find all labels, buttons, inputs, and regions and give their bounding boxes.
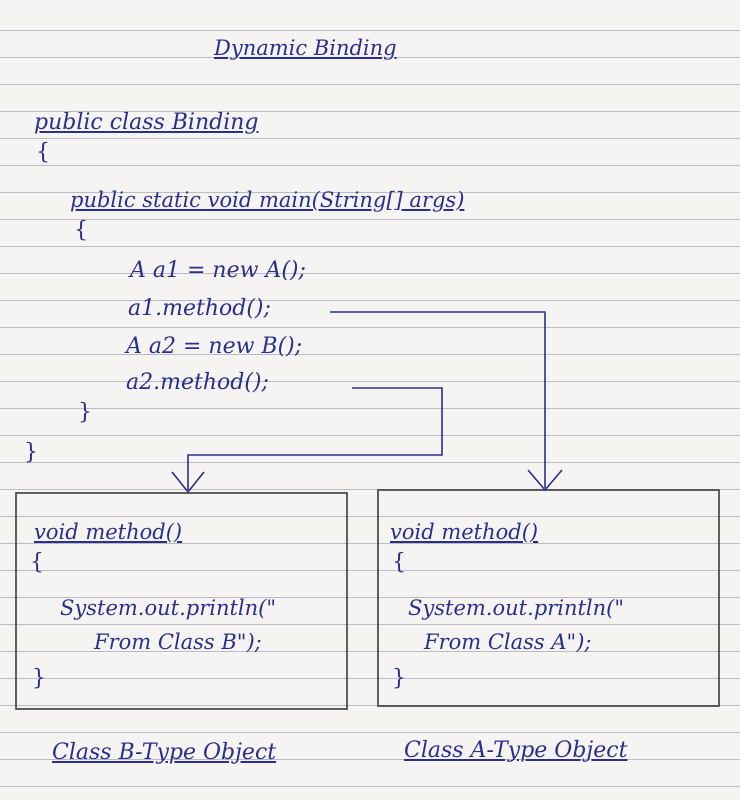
- box-b-statement-2: From Class B");: [94, 630, 262, 654]
- class-open-brace: {: [36, 140, 50, 165]
- box-a-statement-1: System.out.println(": [408, 596, 625, 620]
- box-b-signature: void method(): [34, 520, 183, 544]
- box-a-close-brace: }: [392, 666, 406, 691]
- box-b-close-brace: }: [32, 666, 46, 691]
- code-line-3: A a2 = new B();: [126, 334, 303, 359]
- box-b-open-brace: {: [30, 550, 44, 575]
- code-line-2: a1.method();: [128, 296, 271, 321]
- box-a-open-brace: {: [392, 550, 406, 575]
- box-b-statement-1: System.out.println(": [60, 596, 277, 620]
- code-line-4: a2.method();: [126, 370, 269, 395]
- box-class-a: [377, 489, 720, 707]
- arrow-a1-to-class-a: [330, 311, 563, 492]
- class-declaration: public class Binding: [34, 110, 259, 135]
- box-class-b: [15, 492, 348, 710]
- main-close-brace: }: [78, 400, 92, 425]
- caption-class-b: Class B-Type Object: [52, 740, 277, 765]
- diagram-title: Dynamic Binding: [214, 36, 397, 60]
- main-open-brace: {: [74, 218, 88, 243]
- arrow-a2-to-class-b: [171, 387, 443, 494]
- caption-class-a: Class A-Type Object: [404, 738, 628, 763]
- box-a-signature: void method(): [390, 520, 539, 544]
- code-line-1: A a1 = new A();: [130, 258, 306, 283]
- main-declaration: public static void main(String[] args): [70, 188, 465, 212]
- box-a-statement-2: From Class A");: [424, 630, 592, 654]
- class-close-brace: }: [24, 440, 38, 465]
